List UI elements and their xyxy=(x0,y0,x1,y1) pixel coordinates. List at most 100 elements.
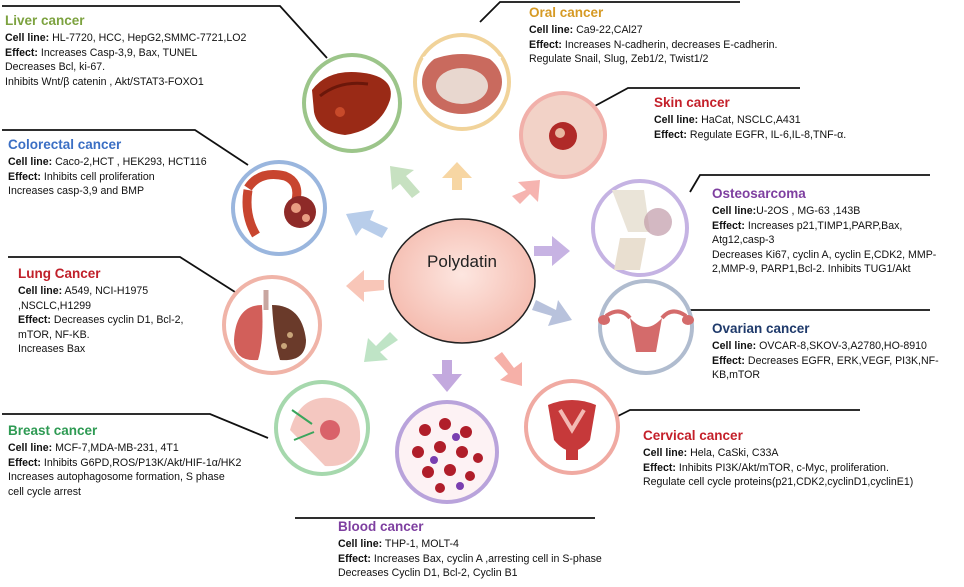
ovarian-line-text: KB,mTOR xyxy=(712,369,761,382)
osteo-line-text: Atg12,casp-3 xyxy=(712,234,775,247)
breast-title: Breast cancer xyxy=(8,423,98,438)
cervical-line-text: Inhibits PI3K/Akt/mTOR, c-Myc, prolifera… xyxy=(675,461,889,474)
lung-line: ,NSCLC,H1299 xyxy=(18,299,183,314)
blood-line-label: Effect: xyxy=(338,552,371,565)
arrow-to-colorectal xyxy=(346,210,388,238)
liver-line: Decreases Bcl, ki-67. xyxy=(5,60,246,75)
liver-line: Effect: Increases Casp-3,9, Bax, TUNEL xyxy=(5,46,246,61)
skin-line-label: Effect: xyxy=(654,128,687,141)
lung-line-label: Cell line: xyxy=(18,285,63,297)
liver-line-text: Decreases Bcl, ki-67. xyxy=(5,61,106,74)
breast-image xyxy=(274,380,370,476)
lung-line: Effect: Decreases cyclin D1, Bcl-2, xyxy=(18,313,183,328)
blood-line-label: Cell line: xyxy=(338,538,383,550)
liver-line-text: HL-7720, HCC, HepG2,SMMC-7721,LO2 xyxy=(49,32,247,44)
lung-line: mTOR, NF-KB. xyxy=(18,328,183,343)
arrow-to-blood xyxy=(432,360,462,392)
blood-line: Effect: Increases Bax, cyclin A ,arresti… xyxy=(338,552,602,567)
skin-title: Skin cancer xyxy=(654,95,730,110)
oral-title: Oral cancer xyxy=(529,5,604,20)
skin-image xyxy=(519,91,607,179)
osteo-line-label: Cell line: xyxy=(712,205,757,217)
oral-line-label: Effect: xyxy=(529,38,562,51)
colorectal-line: Effect: Inhibits cell proliferation xyxy=(8,170,207,185)
liver-line: Cell line: HL-7720, HCC, HepG2,SMMC-7721… xyxy=(5,31,246,46)
colorectal-line: Cell line: Caco-2,HCT , HEK293, HCT116 xyxy=(8,155,207,170)
osteo-line-text: 2,MMP-9, PARP1,Bcl-2. Inhibits TUG1/Akt xyxy=(712,263,911,276)
cervical-line-text: Hela, CaSki, C33A xyxy=(687,447,779,459)
cervical-title: Cervical cancer xyxy=(643,428,743,443)
cervical-line-text: Regulate cell cycle proteins(p21,CDK2,cy… xyxy=(643,476,914,489)
center-ellipse xyxy=(388,218,536,344)
colorectal-image xyxy=(231,160,327,256)
oral-line-text: Ca9-22,CAl27 xyxy=(573,24,643,36)
arrow-to-ovarian xyxy=(532,300,572,326)
ovarian-line: KB,mTOR xyxy=(712,368,939,383)
arrow-to-cervical xyxy=(494,352,522,386)
skin-line: Cell line: HaCat, NSCLC,A431 xyxy=(654,113,846,128)
cervical-line: Effect: Inhibits PI3K/Akt/mTOR, c-Myc, p… xyxy=(643,461,913,476)
liver-title: Liver cancer xyxy=(5,13,85,28)
breast-line-label: Cell line: xyxy=(8,442,53,454)
breast-line: cell cycle arrest xyxy=(8,485,241,500)
oral-line-text: Increases N-cadherin, decreases E-cadher… xyxy=(561,38,778,51)
colorectal-line-text: Inhibits cell proliferation xyxy=(40,170,155,183)
lung-line-text: Increases Bax xyxy=(18,343,86,356)
ovarian-line-text: Decreases EGFR, ERK,VEGF, PI3K,NF- xyxy=(744,354,939,367)
cervical-line-label: Effect: xyxy=(643,461,676,474)
osteo-line: 2,MMP-9, PARP1,Bcl-2. Inhibits TUG1/Akt xyxy=(712,262,936,277)
lung-line: Cell line: A549, NCI-H1975 xyxy=(18,284,183,299)
ovarian-line-label: Cell line: xyxy=(712,340,757,352)
colorectal-line-text: Caco-2,HCT , HEK293, HCT116 xyxy=(52,156,207,168)
oral-line: Regulate Snail, Slug, Zeb1/2, Twist1/2 xyxy=(529,52,777,67)
lung-line-text: mTOR, NF-KB. xyxy=(18,328,90,341)
breast-line-text: cell cycle arrest xyxy=(8,485,81,498)
cervical-line: Cell line: Hela, CaSki, C33A xyxy=(643,446,913,461)
osteo-title: Osteosarcoma xyxy=(712,186,806,201)
lung-line-text: A549, NCI-H1975 xyxy=(62,285,149,297)
osteo-line: Atg12,casp-3 xyxy=(712,233,936,248)
arrow-to-osteo xyxy=(534,236,570,266)
osteo-line-text: Increases p21,TIMP1,PARP,Bax, xyxy=(744,219,903,232)
colorectal-title: Colorectal cancer xyxy=(8,137,122,152)
osteo-line: Cell line:U-2OS , MG-63 ,143B xyxy=(712,204,936,219)
colorectal-line-label: Effect: xyxy=(8,170,41,183)
arrow-to-liver xyxy=(390,166,420,198)
blood-line-text: THP-1, MOLT-4 xyxy=(382,538,459,550)
breast-line-text: Inhibits G6PD,ROS/P13K/Akt/HIF-1α/HK2 xyxy=(40,456,242,469)
breast-line: Effect: Inhibits G6PD,ROS/P13K/Akt/HIF-1… xyxy=(8,456,241,471)
skin-line: Effect: Regulate EGFR, IL-6,IL-8,TNF-α. xyxy=(654,128,846,143)
blood-image xyxy=(395,400,499,504)
blood-title: Blood cancer xyxy=(338,519,424,534)
lung-line-label: Effect: xyxy=(18,314,51,327)
osteo-line-label: Effect: xyxy=(712,219,745,232)
arrow-to-breast xyxy=(364,332,398,362)
skin-line-label: Cell line: xyxy=(654,114,699,126)
cervical-line-label: Cell line: xyxy=(643,447,688,459)
oral-line: Effect: Increases N-cadherin, decreases … xyxy=(529,38,777,53)
cervical-image xyxy=(524,379,620,475)
lung-image xyxy=(222,275,322,375)
liver-line-label: Cell line: xyxy=(5,32,50,44)
colorectal-line-label: Cell line: xyxy=(8,156,53,168)
liver-image xyxy=(302,53,402,153)
ovarian-line-text: OVCAR-8,SKOV-3,A2780,HO-8910 xyxy=(756,340,927,352)
lung-title: Lung Cancer xyxy=(18,266,101,281)
cervical-line: Regulate cell cycle proteins(p21,CDK2,cy… xyxy=(643,475,913,490)
breast-line: Cell line: MCF-7,MDA-MB-231, 4T1 xyxy=(8,441,241,456)
blood-line: Decreases Cyclin D1, Bcl-2, Cyclin B1 xyxy=(338,566,602,581)
arrow-to-skin xyxy=(512,180,540,204)
oral-line-text: Regulate Snail, Slug, Zeb1/2, Twist1/2 xyxy=(529,53,709,66)
ovarian-line: Cell line: OVCAR-8,SKOV-3,A2780,HO-8910 xyxy=(712,339,939,354)
lung-line: Increases Bax xyxy=(18,342,183,357)
liver-line-label: Effect: xyxy=(5,46,38,59)
